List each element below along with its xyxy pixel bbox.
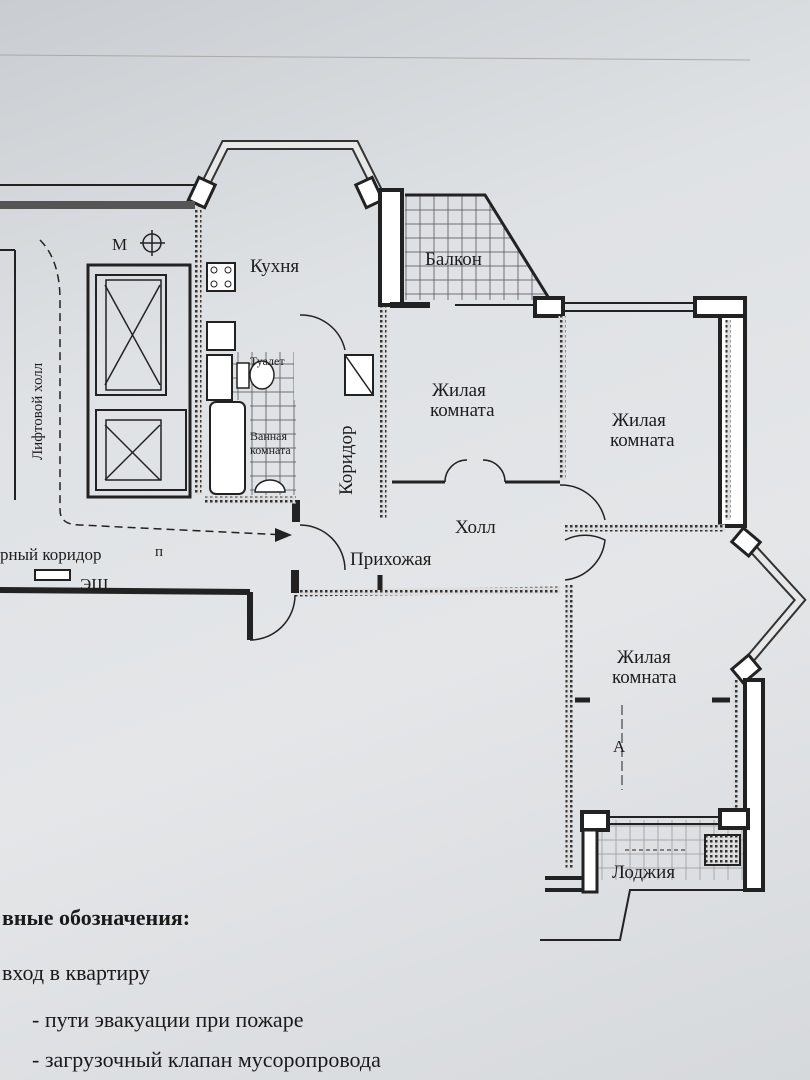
- label-apartment-corridor: рный коридор: [0, 545, 102, 564]
- label-bathroom-1: Ванная: [250, 429, 288, 443]
- label-balcony: Балкон: [425, 249, 482, 270]
- legend-item-entrance: вход в квартиру: [2, 960, 150, 985]
- label-living-room-1a: Жилая: [432, 380, 486, 401]
- legend-item-garbage-valve: - загрузочный клапан мусоропровода: [32, 1047, 381, 1072]
- legend-title: вные обозначения:: [2, 905, 191, 930]
- label-elevator-hall: Лифтовой холл: [30, 362, 46, 460]
- label-bathroom-2: комната: [250, 443, 291, 457]
- label-living-room-3a: Жилая: [617, 647, 671, 668]
- label-toilet: Туалет: [250, 354, 285, 368]
- label-kitchen: Кухня: [250, 256, 299, 277]
- label-living-room-3b: комната: [612, 667, 677, 688]
- walls: [0, 140, 807, 941]
- label-living-room-2b: комната: [610, 430, 675, 451]
- bathroom-floor: [250, 400, 296, 495]
- label-living-room-2a: Жилая: [612, 410, 666, 431]
- room-labels: Кухня Балкон Туалет Ванная комната Корид…: [0, 235, 677, 883]
- label-hall: Холл: [455, 517, 496, 538]
- legend-item-evacuation: - пути эвакуации при пожаре: [32, 1007, 304, 1032]
- label-section-a: А: [613, 737, 626, 756]
- label-loggia: Лоджия: [612, 862, 675, 883]
- page-edge: [0, 54, 751, 61]
- label-path-mark: п: [155, 544, 163, 560]
- label-electrical-panel: ЭЩ: [80, 575, 108, 594]
- balcony-floor: [405, 195, 550, 300]
- label-entrance-hall: Прихожая: [350, 549, 432, 570]
- label-garbage-chute: М: [112, 235, 127, 254]
- label-living-room-1b: комната: [430, 400, 495, 421]
- label-corridor: Коридор: [336, 425, 357, 495]
